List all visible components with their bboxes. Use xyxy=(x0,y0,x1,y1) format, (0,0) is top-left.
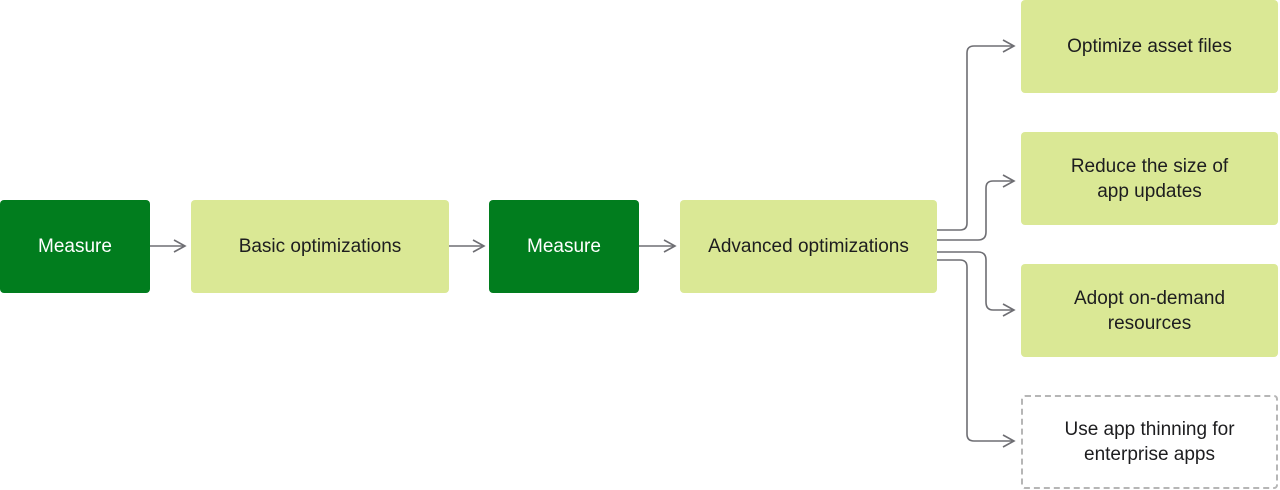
on-demand-resources-node: Adopt on-demand resources xyxy=(1021,264,1278,357)
measure-node-2-label: Measure xyxy=(527,236,601,257)
measure-node-1-label: Measure xyxy=(38,236,112,257)
reduce-app-updates-label-line-2: app updates xyxy=(1097,180,1202,202)
reduce-app-updates-node: Reduce the size of app updates xyxy=(1021,132,1278,225)
advanced-optimizations-node: Advanced optimizations xyxy=(680,200,937,293)
reduce-app-updates-label-line-1: Reduce the size of xyxy=(1070,155,1229,177)
basic-optimizations-label: Basic optimizations xyxy=(238,236,402,257)
optimize-asset-files-label: Optimize asset files xyxy=(1067,36,1232,57)
on-demand-resources-label-line-2: resources xyxy=(1107,312,1192,334)
on-demand-resources-label-line-1: Adopt on-demand xyxy=(1073,287,1226,309)
arrow-advanced-to-optimize-assets xyxy=(937,39,1016,231)
basic-optimizations-node: Basic optimizations xyxy=(191,200,449,293)
measure-node-1: Measure xyxy=(0,200,150,293)
arrow-advanced-to-reduce-updates xyxy=(937,174,1016,241)
app-thinning-label-line-1: Use app thinning for xyxy=(1064,419,1235,440)
arrow-advanced-to-app-thinning xyxy=(937,259,1016,448)
advanced-optimizations-label: Advanced optimizations xyxy=(708,236,909,257)
measure-node-2: Measure xyxy=(489,200,639,293)
app-thinning-label-line-2: enterprise apps xyxy=(1084,444,1215,465)
optimize-asset-files-node: Optimize asset files xyxy=(1021,0,1278,93)
app-thinning-node: Use app thinning for enterprise apps xyxy=(1021,395,1278,489)
arrow-advanced-to-on-demand xyxy=(937,251,1016,317)
